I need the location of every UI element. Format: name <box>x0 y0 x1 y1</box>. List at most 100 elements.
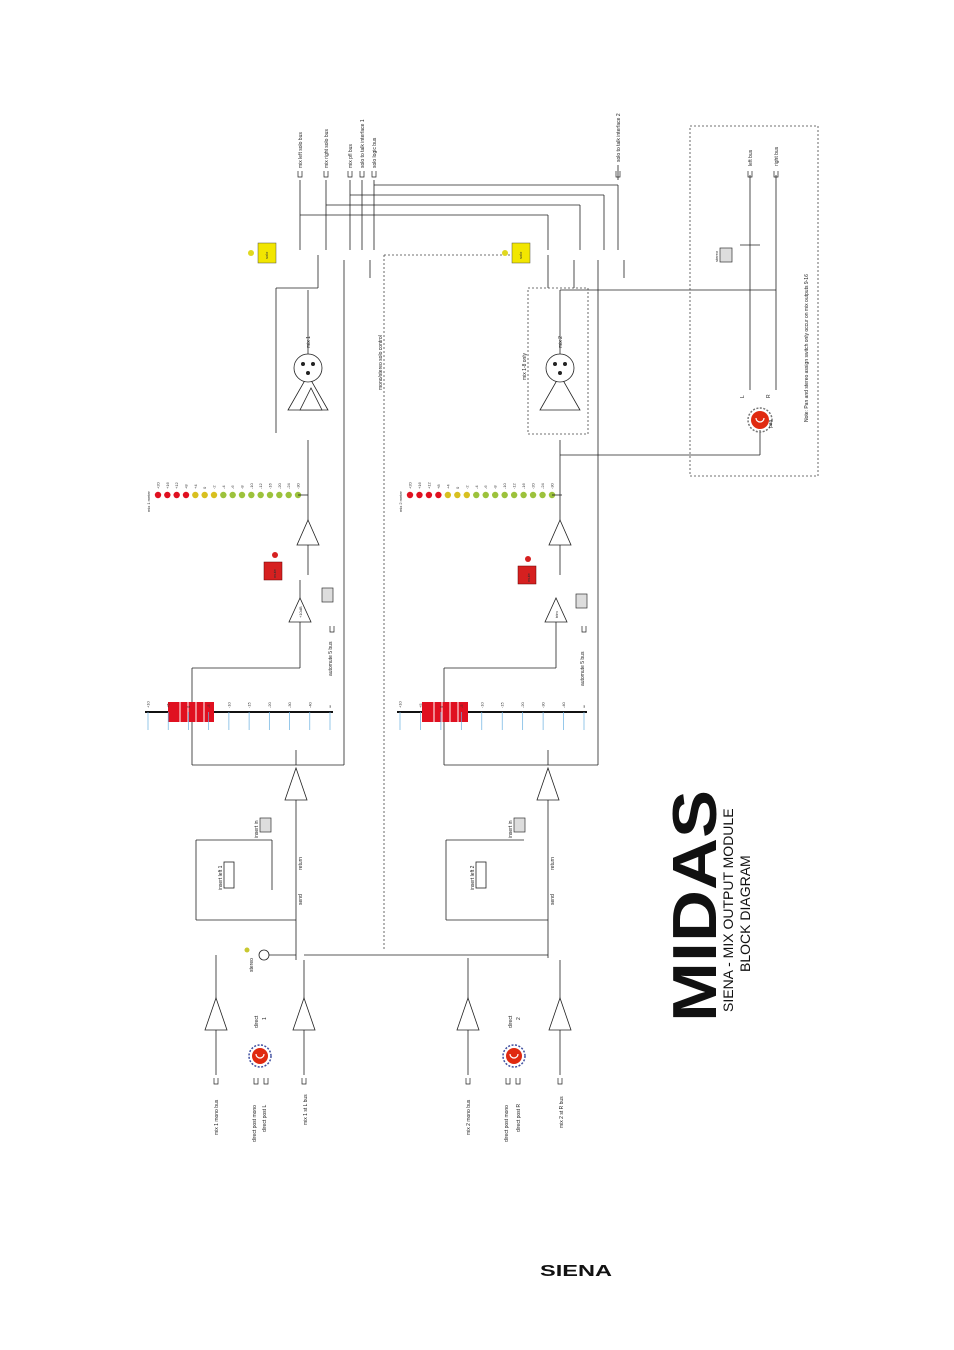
meter2-led <box>539 491 546 499</box>
solo-button-1[interactable] <box>257 242 277 264</box>
meter1-scale-label: 0 <box>202 486 207 489</box>
mute-led-1 <box>272 552 278 558</box>
meter1-led <box>220 491 227 499</box>
pad-button-2[interactable] <box>575 593 588 609</box>
fader1-tick-label: ∞ <box>328 705 333 708</box>
stereo-panel-label: stereo <box>714 250 719 262</box>
connector-terminal <box>615 171 621 178</box>
post-insert-amp-1 <box>284 766 308 801</box>
connector-terminal <box>371 171 377 178</box>
stereo-switch[interactable] <box>258 949 270 961</box>
meter1-scale-label: -12 <box>258 482 263 489</box>
mono-input-amp-1 <box>204 996 228 1031</box>
insert-in-button-1[interactable] <box>259 817 272 833</box>
mix1-direct-mono-label: direct post mono <box>252 1105 258 1142</box>
meter1-scale-label: +20 <box>156 481 161 489</box>
meter1-led <box>210 491 218 499</box>
meter2-scale-label: -30 <box>550 482 555 489</box>
mix2-only-label: mix 1-8 only <box>522 353 528 380</box>
meter1-led <box>238 491 246 499</box>
mix1-input-mono-label: mix 1 mono bus <box>214 1099 220 1135</box>
bus-input-amp-1 <box>292 996 316 1031</box>
mix1-bus-label-1: mix right solo bus <box>324 129 330 168</box>
right-bus-label: right bus <box>774 146 780 166</box>
meter1-led <box>276 491 283 499</box>
meter2-led <box>444 491 452 499</box>
send2-label: send <box>550 894 556 905</box>
direct-knob-1[interactable] <box>248 1044 272 1068</box>
output2-label: mix 2 <box>558 336 564 348</box>
title-line-1: SIENA - MIX OUTPUT MODULE <box>720 808 736 1012</box>
solo2-label: solo <box>518 251 523 259</box>
meter1-led <box>182 491 190 499</box>
automute2-label: automute 5 bus <box>580 651 586 686</box>
pad-button-1[interactable] <box>321 587 334 603</box>
direct1-label: direct <box>254 1015 260 1028</box>
meter2-led <box>520 491 527 499</box>
stereo-led <box>244 947 250 953</box>
automute1-label: automute 5 bus <box>328 641 334 676</box>
xlr-connector-2 <box>545 353 575 383</box>
fader1-tick-label: +10 <box>146 700 151 708</box>
stereo-assign-button[interactable] <box>719 247 733 263</box>
meter2-scale-label: -2 <box>464 485 469 489</box>
send1-label: send <box>298 894 304 905</box>
mute-led-2 <box>525 556 531 562</box>
mute2-label: mute <box>526 572 531 582</box>
solo-led-1 <box>248 250 254 256</box>
connector-terminal <box>465 1078 471 1085</box>
output-amp-1b <box>299 387 323 411</box>
meter2-scale-label: -16 <box>521 482 526 489</box>
meter2-scale-label: +8 <box>436 484 441 489</box>
pan-knob[interactable] <box>747 407 773 433</box>
insert-jack-2 <box>475 861 487 889</box>
connector-terminal <box>301 1078 307 1085</box>
r-label: R <box>766 394 772 398</box>
fader2-tick-label: ∞ <box>582 705 587 708</box>
fader1-tick-label: -40 <box>307 701 312 708</box>
fader1-tick-label: -5 <box>206 704 211 708</box>
meter1-scale-label: +16 <box>165 481 170 489</box>
insert1-label: insert left 1 <box>218 865 224 890</box>
meter2-led <box>435 491 442 499</box>
meter2-scale-label: +12 <box>426 481 431 489</box>
meter1-led <box>164 491 171 499</box>
fader1-tick-label: -10 <box>226 701 231 708</box>
mix2-bus-label-0: solo to talk interface 2 <box>616 113 622 162</box>
mix1-direct-l-label: direct post L <box>262 1105 268 1132</box>
pad1-label: +10dB <box>298 606 303 618</box>
fader-1[interactable] <box>145 702 333 722</box>
meter2-scale-label: +4 <box>445 484 450 489</box>
meter2-scale-label: -24 <box>540 482 545 489</box>
fader1-tick-label: 0 <box>186 705 191 708</box>
midas-logo: MIDAS <box>661 790 730 1022</box>
mute1-label: mute <box>272 568 277 578</box>
bus-input-amp-2 <box>548 996 572 1031</box>
pan-label: pan <box>768 419 774 428</box>
connector-terminal <box>515 1078 521 1085</box>
direct-knob-2[interactable] <box>502 1044 526 1068</box>
meter1-scale-label: -24 <box>286 482 291 489</box>
trim-amp-2 <box>544 597 568 623</box>
meter1-scale-label: -20 <box>277 482 282 489</box>
direct2-num: 2 <box>516 1017 522 1020</box>
solo-button-2[interactable] <box>511 242 531 264</box>
fader1-tick-label: -30 <box>287 701 292 708</box>
fader2-tick-label: -40 <box>561 701 566 708</box>
insert-in-button-2[interactable] <box>513 817 526 833</box>
meter1-label: mix 1 meter <box>146 490 151 512</box>
output-amp-2 <box>539 374 581 411</box>
fader-2[interactable] <box>397 702 587 722</box>
mute-button-1[interactable] <box>263 561 283 581</box>
meter1-led <box>248 491 255 499</box>
meter1-scale-label: -4 <box>221 485 226 489</box>
mute-button-2[interactable] <box>517 565 537 585</box>
meter2-scale-label: +16 <box>417 481 422 489</box>
meter1-scale-label: +4 <box>193 484 198 489</box>
l-label: L <box>740 395 746 398</box>
mix1-bus-label-0: mix left solo bus <box>298 132 304 168</box>
meter2-scale-label: 0 <box>455 486 460 489</box>
connector-terminal <box>297 171 303 178</box>
